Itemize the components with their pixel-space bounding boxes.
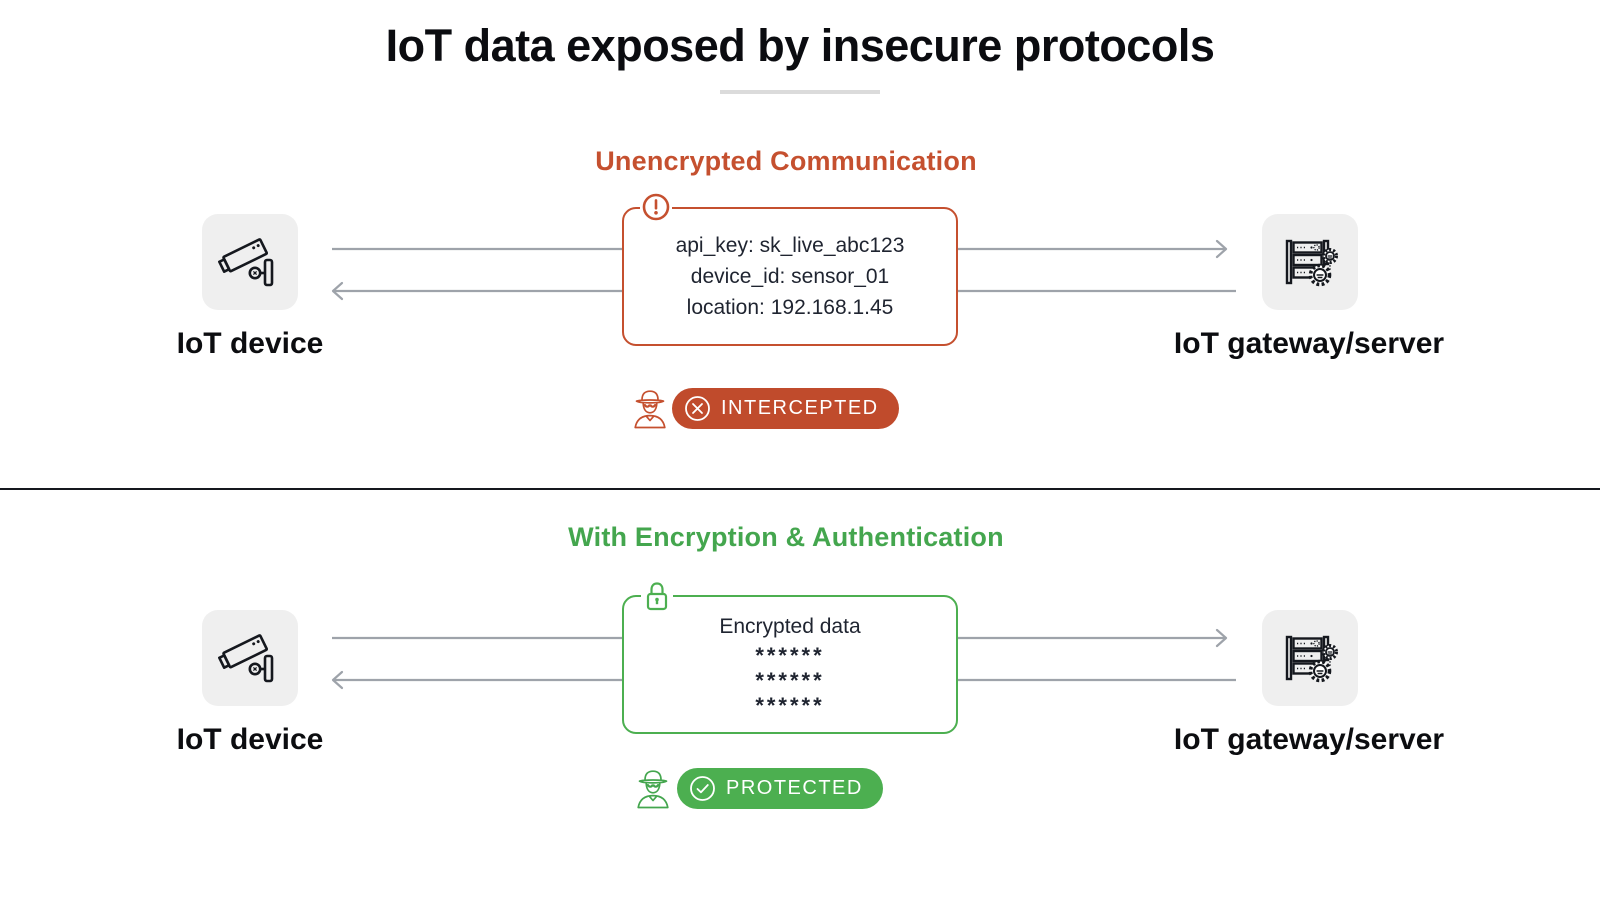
encrypted-data-title: Encrypted data	[719, 615, 861, 638]
section-header-unencrypted: Unencrypted Communication	[595, 146, 977, 176]
cctv-camera-icon	[218, 634, 274, 683]
masked-line: ******	[755, 693, 825, 718]
title-underline	[720, 90, 880, 94]
payload-device-id: device_id: sensor_01	[690, 265, 890, 288]
arrowhead-left-icon	[331, 281, 344, 301]
plaintext-payload-box: api_key: sk_live_abc123 device_id: senso…	[622, 207, 958, 346]
masked-line: ******	[755, 643, 825, 668]
payload-location: location: 192.168.1.45	[686, 296, 894, 319]
check-circle-icon	[690, 776, 715, 801]
warning-circle-icon	[640, 191, 672, 223]
cctv-camera-icon	[218, 238, 274, 287]
padlock-icon	[641, 578, 673, 615]
section-divider	[0, 488, 1600, 490]
encrypted-payload-box: Encrypted data ****** ****** ******	[622, 595, 958, 734]
arrowhead-right-icon	[1215, 239, 1228, 259]
page-title: IoT data exposed by insecure protocols	[385, 20, 1215, 71]
spy-icon	[634, 390, 666, 429]
masked-line: ******	[755, 668, 825, 693]
iot-device-tile	[202, 610, 298, 706]
payload-api-key: api_key: sk_live_abc123	[675, 234, 905, 257]
arrowhead-right-icon	[1215, 628, 1228, 648]
section-header-encrypted: With Encryption & Authentication	[568, 522, 1004, 552]
protected-badge: PROTECTED	[677, 768, 883, 809]
crossed-circle-icon	[685, 396, 710, 421]
iot-device-label: IoT device	[176, 723, 324, 756]
protected-badge-label: PROTECTED	[726, 777, 863, 799]
server-gears-icon	[1285, 635, 1338, 683]
spy-icon	[637, 770, 669, 809]
server-gears-icon	[1285, 239, 1338, 287]
iot-device-tile	[202, 214, 298, 310]
iot-gateway-tile	[1262, 610, 1358, 706]
arrowhead-left-icon	[331, 670, 344, 690]
iot-gateway-tile	[1262, 214, 1358, 310]
intercepted-badge-label: INTERCEPTED	[721, 397, 879, 419]
intercepted-badge: INTERCEPTED	[672, 388, 899, 429]
iot-gateway-label: IoT gateway/server	[1173, 723, 1445, 756]
iot-gateway-label: IoT gateway/server	[1173, 327, 1445, 360]
iot-device-label: IoT device	[176, 327, 324, 360]
